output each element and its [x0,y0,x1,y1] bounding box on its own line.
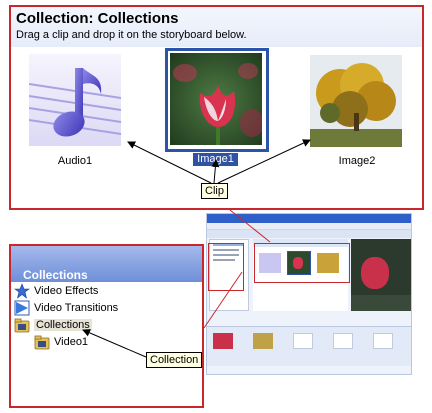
clip-image2-label[interactable]: Image2 [338,155,376,167]
mini-titlebar [207,214,411,223]
music-note-icon [29,68,121,137]
collections-pane-header: Collections [11,246,202,282]
clip-image1-thumbnail[interactable] [170,53,262,145]
collection-header: Collection: Collections Drag a clip and … [11,7,422,47]
tree-item-video-transitions[interactable]: Video Transitions [14,300,118,316]
tree-item-label: Collections [34,319,92,331]
mini-menubar [207,223,411,230]
autumn-tree-image [310,55,402,147]
collection-folder-icon [14,318,30,333]
tulip-image [170,53,262,145]
clip-selection-frame [165,48,269,152]
collection-title: Collection: Collections [16,10,179,27]
star-icon [14,283,30,299]
clip-audio1-thumbnail[interactable] [29,54,121,146]
mini-collection-view-highlight [254,243,350,283]
app-overview-screenshot [206,213,412,375]
tree-item-label: Video Effects [34,285,99,297]
mini-collections-highlight [208,243,244,291]
tree-item-label: Video1 [54,336,89,348]
tree-item-video-effects[interactable]: Video Effects [14,283,98,299]
collections-pane: Collections Video Effects Video Transiti… [9,244,204,408]
clip-image2-thumbnail[interactable] [310,55,402,147]
tree-item-collections[interactable]: Collections [14,317,92,333]
clip-audio1-label[interactable]: Audio1 [57,155,93,167]
mini-preview [351,239,411,311]
collection-callout: Collection [146,352,203,368]
transition-icon [14,300,30,316]
clip-callout: Clip [201,183,228,199]
collection-subtitle: Drag a clip and drop it on the storyboar… [16,29,247,41]
collection-folder-icon [34,335,50,350]
collections-pane-title: Collections [23,268,88,282]
tree-item-video1[interactable]: Video1 [34,334,88,350]
mini-collections-pane [209,239,249,311]
tree-item-label: Video Transitions [34,302,119,314]
mini-storyboard [207,326,411,366]
mini-toolbar [207,230,411,238]
